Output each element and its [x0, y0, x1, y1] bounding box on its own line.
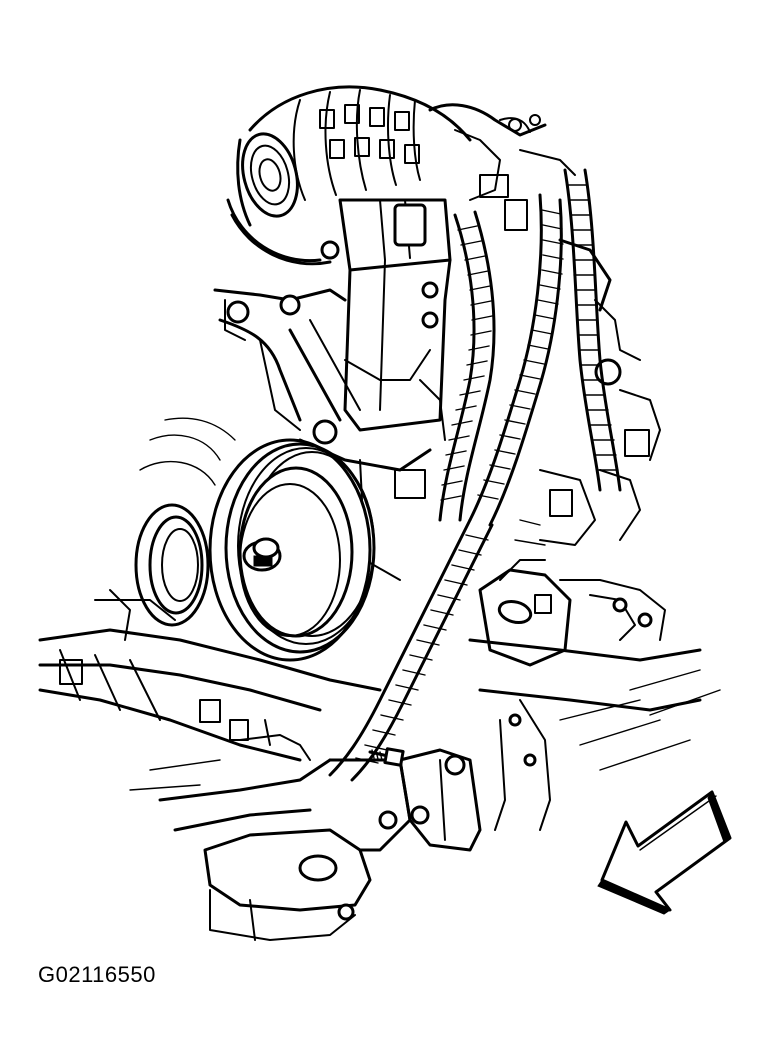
engine-block [213, 198, 452, 581]
frame-crossmember [38, 589, 721, 941]
wiring-harness [328, 168, 622, 782]
engine-mount-bracket [478, 469, 666, 667]
crankshaft-pulley [208, 438, 376, 662]
seal-ring [134, 417, 236, 627]
direction-arrow-icon [597, 790, 732, 915]
mount-bolt [368, 747, 405, 767]
upper-engine-detail [428, 103, 661, 541]
figure-id-label: G02116550 [38, 962, 156, 987]
alternator [226, 85, 472, 266]
